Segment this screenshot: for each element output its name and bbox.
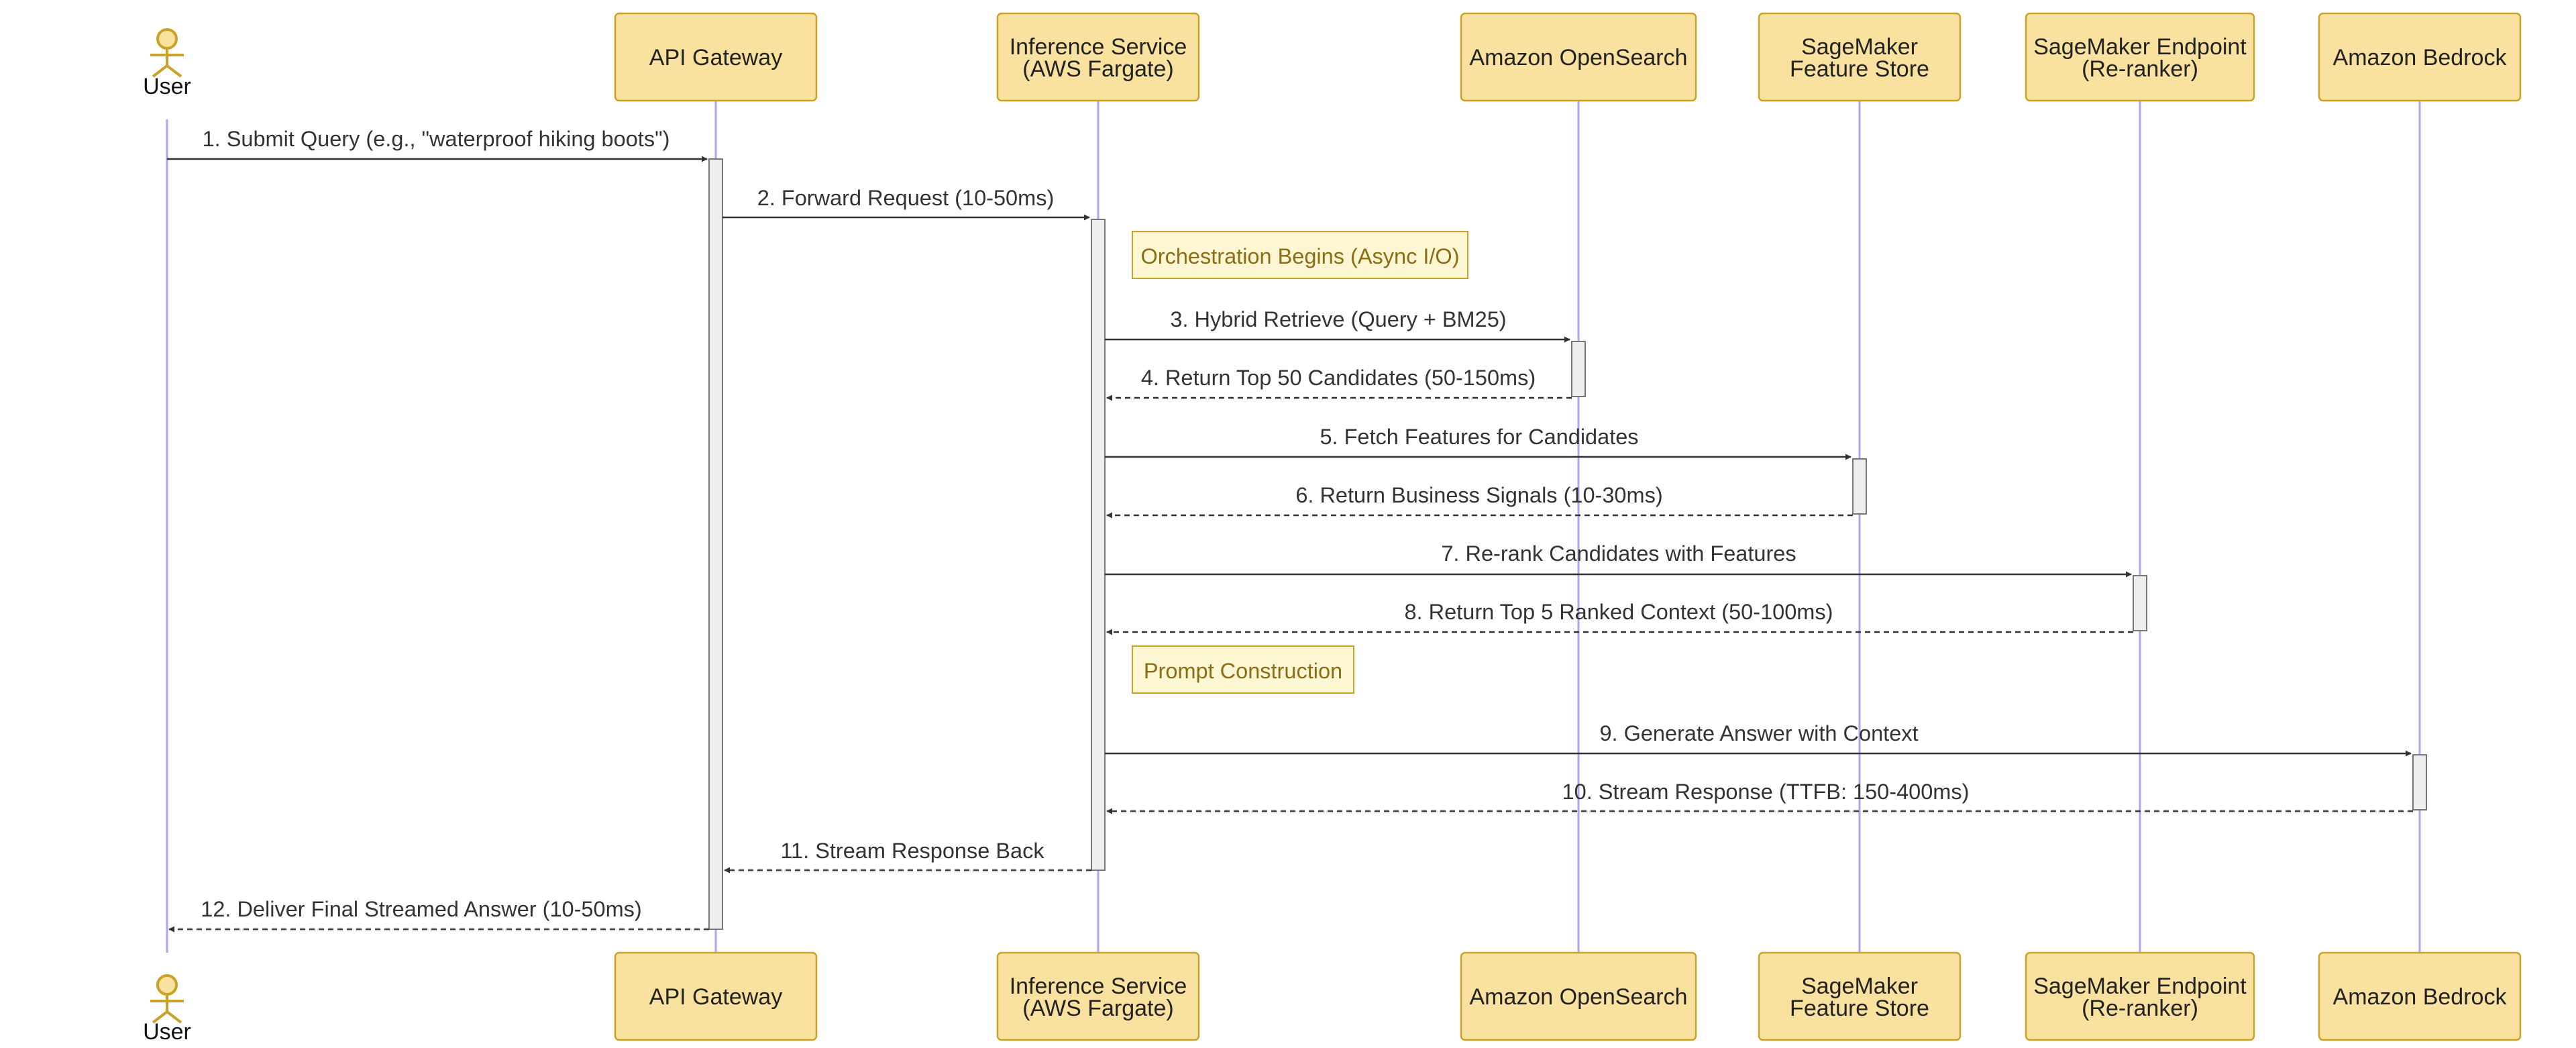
actor-feature-store-top: SageMaker Feature Store [1758, 12, 1962, 102]
message-2-label: 2. Forward Request (10-50ms) [757, 186, 1055, 210]
message-5-label: 5. Fetch Features for Candidates [1320, 425, 1638, 449]
actor-user-label: User [143, 74, 191, 99]
message-4-label: 4. Return Top 50 Candidates (50-150ms) [1141, 366, 1536, 390]
actor-sagemaker-endpoint-line1: SageMaker Endpoint [2033, 974, 2247, 999]
message-8-label: 8. Return Top 5 Ranked Context (50-100ms… [1405, 600, 1833, 624]
actor-user-bottom: User [143, 974, 191, 1045]
actor-amazon-opensearch-label: Amazon OpenSearch [1469, 45, 1687, 70]
activation-amazon-bedrock [2412, 754, 2427, 810]
activation-amazon-opensearch [1571, 341, 1586, 397]
message-8: 8. Return Top 5 Ranked Context (50-100ms… [1106, 600, 2133, 635]
activation-sagemaker-endpoint [2133, 575, 2147, 631]
actor-amazon-opensearch-bottom: Amazon OpenSearch [1460, 951, 1697, 1041]
actor-sagemaker-endpoint-line2: (Re-ranker) [2082, 56, 2198, 82]
actor-amazon-bedrock-top: Amazon Bedrock [2318, 12, 2522, 102]
message-9-label: 9. Generate Answer with Context [1599, 721, 1918, 745]
note-orchestration-text: Orchestration Begins (Async I/O) [1140, 244, 1459, 268]
actor-feature-store-line2: Feature Store [1790, 996, 1929, 1021]
actor-api-gateway-label: API Gateway [649, 984, 782, 1010]
note-orchestration: Orchestration Begins (Async I/O) [1132, 231, 1468, 279]
user-figure-icon [150, 28, 184, 78]
actor-user-top: User [143, 28, 191, 99]
message-4: 4. Return Top 50 Candidates (50-150ms) [1106, 366, 1572, 401]
lifelines [166, 101, 2421, 953]
actor-sagemaker-endpoint-bottom: SageMaker Endpoint (Re-ranker) [2025, 951, 2255, 1041]
actor-inference-service-line2: (AWS Fargate) [1022, 996, 1173, 1021]
actor-sagemaker-endpoint-line1: SageMaker Endpoint [2033, 34, 2247, 60]
actor-feature-store-line1: SageMaker [1801, 34, 1918, 60]
message-11-label: 11. Stream Response Back [780, 839, 1044, 863]
message-6: 6. Return Business Signals (10-30ms) [1106, 483, 1853, 519]
activations [708, 158, 2427, 930]
message-12: 12. Deliver Final Streamed Answer (10-50… [168, 897, 709, 933]
actor-amazon-bedrock-label: Amazon Bedrock [2333, 45, 2508, 70]
message-3: 3. Hybrid Retrieve (Query + BM25) [1105, 307, 1570, 343]
message-1-label: 1. Submit Query (e.g., "waterproof hikin… [203, 127, 670, 151]
message-11: 11. Stream Response Back [724, 839, 1091, 874]
actor-inference-service-line1: Inference Service [1010, 34, 1187, 60]
note-prompt-construction-text: Prompt Construction [1144, 659, 1342, 683]
actor-feature-store-line2: Feature Store [1790, 56, 1929, 82]
actor-inference-service-line1: Inference Service [1010, 974, 1187, 999]
actor-inference-service-bottom: Inference Service (AWS Fargate) [996, 951, 1200, 1041]
actor-feature-store-bottom: SageMaker Feature Store [1758, 951, 1962, 1041]
message-10-label: 10. Stream Response (TTFB: 150-400ms) [1562, 780, 1970, 804]
message-3-label: 3. Hybrid Retrieve (Query + BM25) [1170, 307, 1506, 331]
actor-feature-store-line1: SageMaker [1801, 974, 1918, 999]
message-1: 1. Submit Query (e.g., "waterproof hikin… [167, 127, 708, 162]
message-9: 9. Generate Answer with Context [1105, 721, 2412, 757]
message-5: 5. Fetch Features for Candidates [1105, 425, 1851, 460]
message-12-label: 12. Deliver Final Streamed Answer (10-50… [201, 897, 641, 921]
actor-user-label: User [143, 1019, 191, 1045]
actor-api-gateway-label: API Gateway [649, 45, 782, 70]
note-prompt-construction: Prompt Construction [1132, 645, 1354, 694]
activation-api-gateway [708, 158, 723, 930]
actor-api-gateway-bottom: API Gateway [614, 951, 818, 1041]
message-6-label: 6. Return Business Signals (10-30ms) [1295, 483, 1662, 507]
message-7-label: 7. Re-rank Candidates with Features [1441, 541, 1796, 566]
message-10: 10. Stream Response (TTFB: 150-400ms) [1106, 780, 2413, 815]
activation-feature-store [1852, 458, 1867, 515]
actor-inference-service-top: Inference Service (AWS Fargate) [996, 12, 1200, 102]
actor-inference-service-line2: (AWS Fargate) [1022, 56, 1173, 82]
message-2: 2. Forward Request (10-50ms) [722, 186, 1090, 221]
actor-amazon-opensearch-top: Amazon OpenSearch [1460, 12, 1697, 102]
message-7: 7. Re-rank Candidates with Features [1105, 541, 2132, 578]
actor-amazon-bedrock-bottom: Amazon Bedrock [2318, 951, 2522, 1041]
actor-api-gateway-top: API Gateway [614, 12, 818, 102]
messages: 1. Submit Query (e.g., "waterproof hikin… [167, 127, 2413, 933]
user-figure-icon [150, 974, 184, 1024]
actor-amazon-bedrock-label: Amazon Bedrock [2333, 984, 2508, 1010]
actor-sagemaker-endpoint-line2: (Re-ranker) [2082, 996, 2198, 1021]
activation-inference-service [1091, 219, 1106, 871]
actor-amazon-opensearch-label: Amazon OpenSearch [1469, 984, 1687, 1010]
actor-sagemaker-endpoint-top: SageMaker Endpoint (Re-ranker) [2025, 12, 2255, 102]
